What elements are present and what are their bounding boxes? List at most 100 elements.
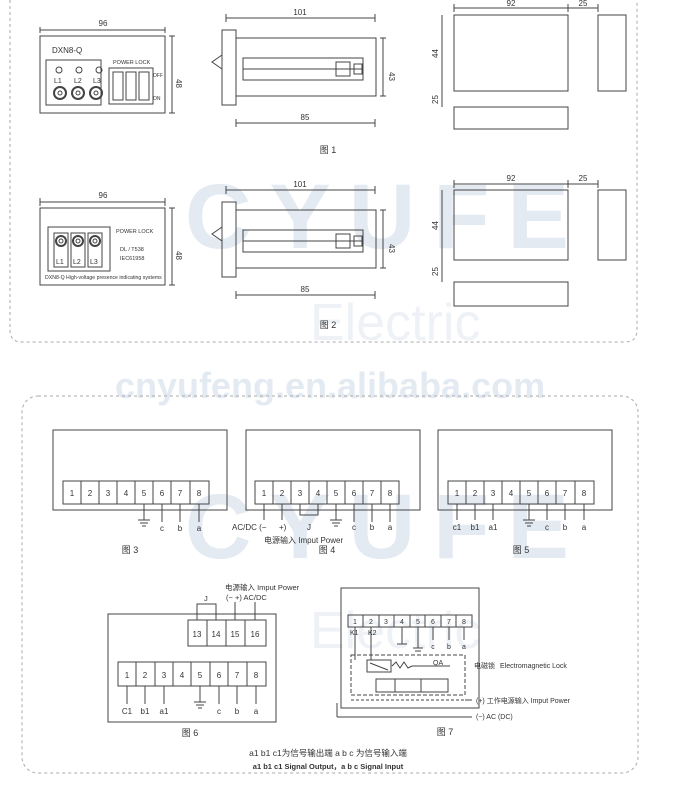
fig6 bbox=[107, 602, 277, 723]
fig1-l1: L1 bbox=[54, 78, 62, 85]
fig5-b: b bbox=[563, 523, 568, 532]
fig5-c: c bbox=[545, 523, 549, 532]
fig7-t8: 8 bbox=[462, 619, 466, 626]
fig5-t8: 8 bbox=[582, 489, 587, 498]
fig2-side-body bbox=[235, 209, 377, 269]
fig4-c: c bbox=[352, 523, 356, 532]
fig6-a: a bbox=[254, 707, 259, 716]
fig1-side-body bbox=[235, 37, 377, 97]
fig3-t8: 8 bbox=[197, 489, 202, 498]
fig7-t5: 5 bbox=[416, 619, 420, 626]
fig2-l3: L3 bbox=[90, 259, 98, 266]
fig2-front-width: 96 bbox=[99, 191, 108, 200]
fig5-a1: a1 bbox=[489, 523, 498, 532]
fig6-t13: 13 bbox=[193, 630, 202, 639]
fig6-labels: 电源输入 Imput Power (− +) AC/DC J 13 14 15 … bbox=[122, 582, 300, 738]
fig1-side-width-top: 101 bbox=[293, 8, 307, 17]
fig2-side-height: 43 bbox=[387, 244, 396, 253]
fig6-t8: 8 bbox=[254, 671, 259, 680]
notes-en: a1 b1 c1 Signal Output，a b c Signal Inpu… bbox=[253, 762, 404, 771]
fig1-model: DXN8-Q bbox=[52, 46, 82, 55]
fig5-box bbox=[437, 429, 613, 511]
notes-cn: a1 b1 c1为信号输出端 a b c 为信号输入端 bbox=[249, 748, 407, 758]
fig2-cutout-height: 44 bbox=[431, 221, 440, 230]
fig6-t7: 7 bbox=[235, 671, 240, 680]
fig6-c1: C1 bbox=[122, 707, 133, 716]
fig3-label-a: a bbox=[197, 524, 202, 533]
fig5-caption: 图 5 bbox=[513, 545, 530, 555]
fig3-label-c: c bbox=[160, 524, 164, 533]
fig1-side-height: 43 bbox=[387, 72, 396, 81]
fig6-t3: 3 bbox=[162, 671, 167, 680]
fig6-t1: 1 bbox=[125, 671, 130, 680]
fig6-c: c bbox=[217, 707, 221, 716]
fig7 bbox=[336, 587, 480, 718]
fig5-t2: 2 bbox=[473, 489, 478, 498]
fig4-t5: 5 bbox=[334, 489, 339, 498]
fig1 bbox=[39, 4, 627, 130]
fig3-t7: 7 bbox=[178, 489, 183, 498]
fig2-desc: DXN8-Q High-voltage presence indicating … bbox=[45, 275, 162, 281]
fig6-j: J bbox=[204, 594, 208, 603]
fig4-box bbox=[245, 429, 421, 511]
fig7-lock-cn: 电磁锁 bbox=[474, 661, 495, 670]
fig7-box bbox=[340, 587, 480, 709]
fig5-t4: 4 bbox=[509, 489, 514, 498]
fig6-t6: 6 bbox=[217, 671, 222, 680]
fig4-t1: 1 bbox=[262, 489, 267, 498]
fig5-t3: 3 bbox=[491, 489, 496, 498]
fig3-caption: 图 3 bbox=[122, 545, 139, 555]
fig3-box bbox=[52, 429, 228, 511]
fig6-t4: 4 bbox=[180, 671, 185, 680]
fig1-power-lock: POWER LOCK bbox=[113, 60, 151, 66]
fig3-t5: 5 bbox=[142, 489, 147, 498]
fig7-minus-line: (−) AC (DC) bbox=[476, 714, 513, 721]
fig1-l3: L3 bbox=[93, 78, 101, 85]
fig7-b: b bbox=[447, 644, 451, 651]
fig7-k2: K2 bbox=[368, 630, 377, 637]
fig3 bbox=[52, 429, 228, 527]
fig7-t4: 4 bbox=[400, 619, 404, 626]
fig7-plus-line: (+) 工作电源输入 Imput Power bbox=[476, 696, 571, 705]
fig4-t4: 4 bbox=[316, 489, 321, 498]
fig4-acdc: AC/DC (− bbox=[232, 523, 267, 532]
fig2-std1: DL / T538 bbox=[120, 247, 144, 253]
fig2-cutout-height2: 25 bbox=[431, 267, 440, 276]
fig4-a: a bbox=[388, 523, 393, 532]
fig2-front-height: 48 bbox=[174, 251, 183, 260]
fig1-cutout-width: 92 bbox=[507, 0, 516, 8]
fig5 bbox=[437, 429, 613, 527]
fig1-cutout-gap: 25 bbox=[579, 0, 588, 8]
fig4-j: J bbox=[307, 523, 311, 532]
fig4 bbox=[245, 429, 421, 527]
watermark: CYUFE Electric cnyufeng.en.alibaba.com C… bbox=[115, 166, 569, 660]
fig1-off: OFF bbox=[153, 73, 163, 79]
fig5-t1: 1 bbox=[455, 489, 460, 498]
fig2-cutout-gap: 25 bbox=[579, 174, 588, 183]
fig2-caption: 图 2 bbox=[320, 320, 337, 330]
fig6-acdc: (− +) AC/DC bbox=[226, 593, 267, 602]
fig4-plus: +) bbox=[279, 523, 287, 532]
fig2-cutout bbox=[453, 189, 569, 261]
fig4-t7: 7 bbox=[370, 489, 375, 498]
fig7-caption: 图 7 bbox=[437, 727, 454, 737]
fig5-b1: b1 bbox=[471, 523, 480, 532]
fig4-t3: 3 bbox=[298, 489, 303, 498]
fig1-on: ON bbox=[153, 96, 161, 102]
fig5-a: a bbox=[582, 523, 587, 532]
fig1-caption: 图 1 bbox=[320, 145, 337, 155]
fig1-side-width-bottom: 85 bbox=[301, 113, 310, 122]
top-panel-border bbox=[9, 0, 638, 343]
fig2-front-panel bbox=[39, 207, 166, 286]
fig2-power-lock: POWER LOCK bbox=[116, 229, 154, 235]
fig3-t1: 1 bbox=[70, 489, 75, 498]
fig7-labels: 1 2 3 4 5 6 7 8 K1 K2 c b a QA 电磁锁 Elect… bbox=[350, 619, 571, 737]
fig6-box bbox=[107, 613, 277, 723]
fig7-lock-en: Electromagnetic Lock bbox=[500, 663, 567, 670]
fig2-side-width-bottom: 85 bbox=[301, 285, 310, 294]
fig4-t6: 6 bbox=[352, 489, 357, 498]
fig2-l1: L1 bbox=[56, 259, 64, 266]
fig5-t6: 6 bbox=[545, 489, 550, 498]
fig7-a: a bbox=[462, 644, 466, 651]
